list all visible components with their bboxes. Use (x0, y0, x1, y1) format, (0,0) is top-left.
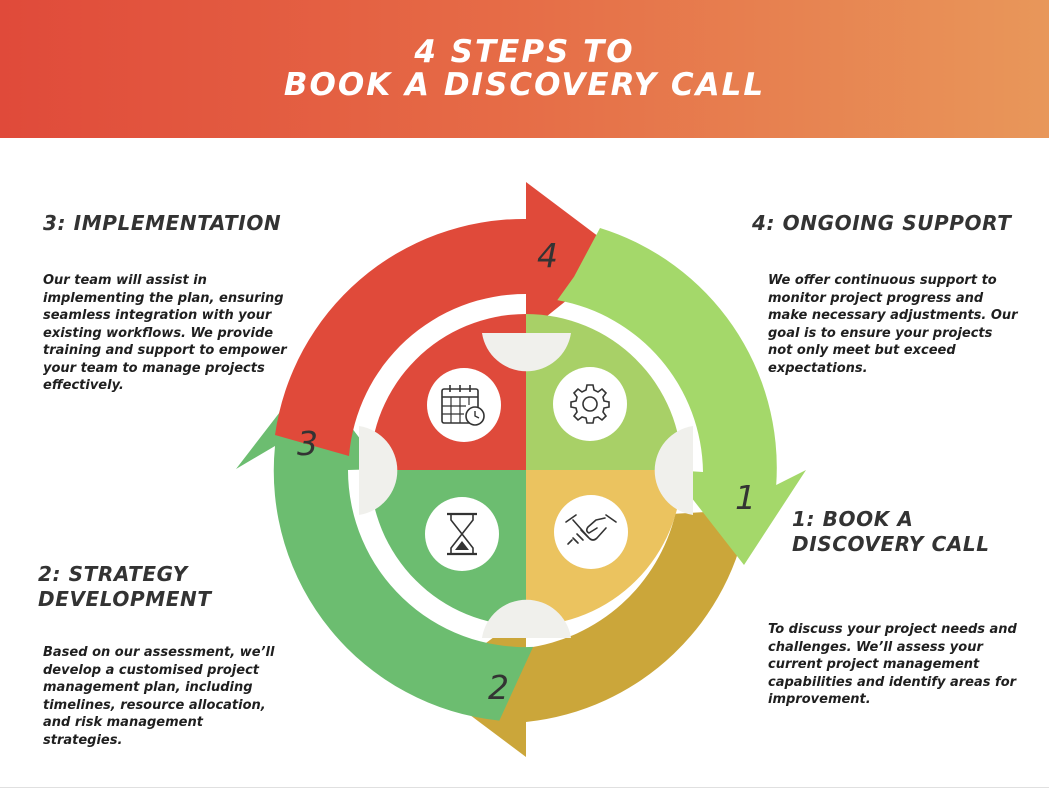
step-number-3: 3 (297, 424, 318, 463)
description-step-1: To discuss your project needs and challe… (768, 622, 1017, 707)
heading-step-3: 3: IMPLEMENTATION (43, 211, 282, 235)
arrow-step-1 (557, 228, 806, 565)
description-step-2: Based on our assessment, we’ll develop a… (43, 645, 275, 748)
bottom-divider (0, 787, 1049, 788)
calendar-clock-icon (427, 368, 501, 442)
page-title-line-1: 4 STEPS TO (414, 34, 635, 70)
description-step-3: Our team will assist in implementing the… (43, 273, 287, 393)
page-title-line-2: BOOK A DISCOVERY CALL (283, 67, 766, 103)
header-banner: 4 STEPS TO BOOK A DISCOVERY CALL (0, 0, 1049, 138)
notch-top (482, 333, 571, 372)
notch-left (359, 426, 398, 515)
notch-right (654, 426, 693, 515)
heading-step-4: 4: ONGOING SUPPORT (752, 211, 1012, 235)
step-number-2: 2 (488, 668, 509, 707)
gear-icon (553, 367, 627, 441)
heading-step-1: 1: BOOK A DISCOVERY CALL (792, 507, 990, 556)
step-number-4: 4 (537, 236, 558, 275)
arrow-step-4 (275, 182, 623, 456)
step-number-1: 1 (735, 478, 756, 517)
description-step-4: We offer continuous support to monitor p… (768, 273, 1018, 376)
heading-step-2: 2: STRATEGY DEVELOPMENT (38, 562, 212, 611)
handshake-icon (554, 495, 628, 569)
hourglass-icon (425, 497, 499, 571)
arrow-step-3 (236, 373, 534, 721)
notch-bottom (482, 599, 571, 638)
